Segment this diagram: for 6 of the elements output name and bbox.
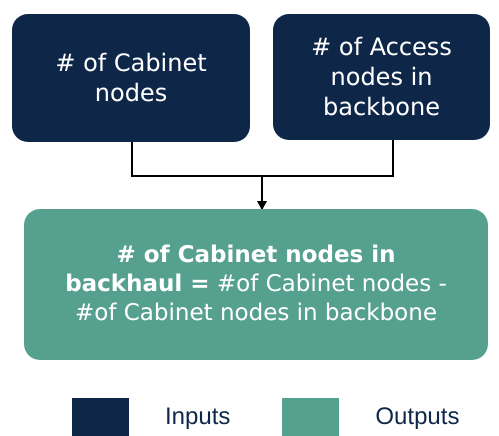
- connector-arrow: [257, 140, 394, 210]
- legend-label: Outputs: [375, 402, 460, 432]
- input-box: # of Access nodes in backbone: [273, 14, 490, 140]
- legend-label: Inputs: [165, 402, 230, 432]
- output-box: # of Cabinet nodes in backhaul = #of Cabinet nodes - #of Cabinet nodes in backbone: [24, 209, 488, 360]
- input-box: # of Cabinet nodes: [12, 14, 250, 142]
